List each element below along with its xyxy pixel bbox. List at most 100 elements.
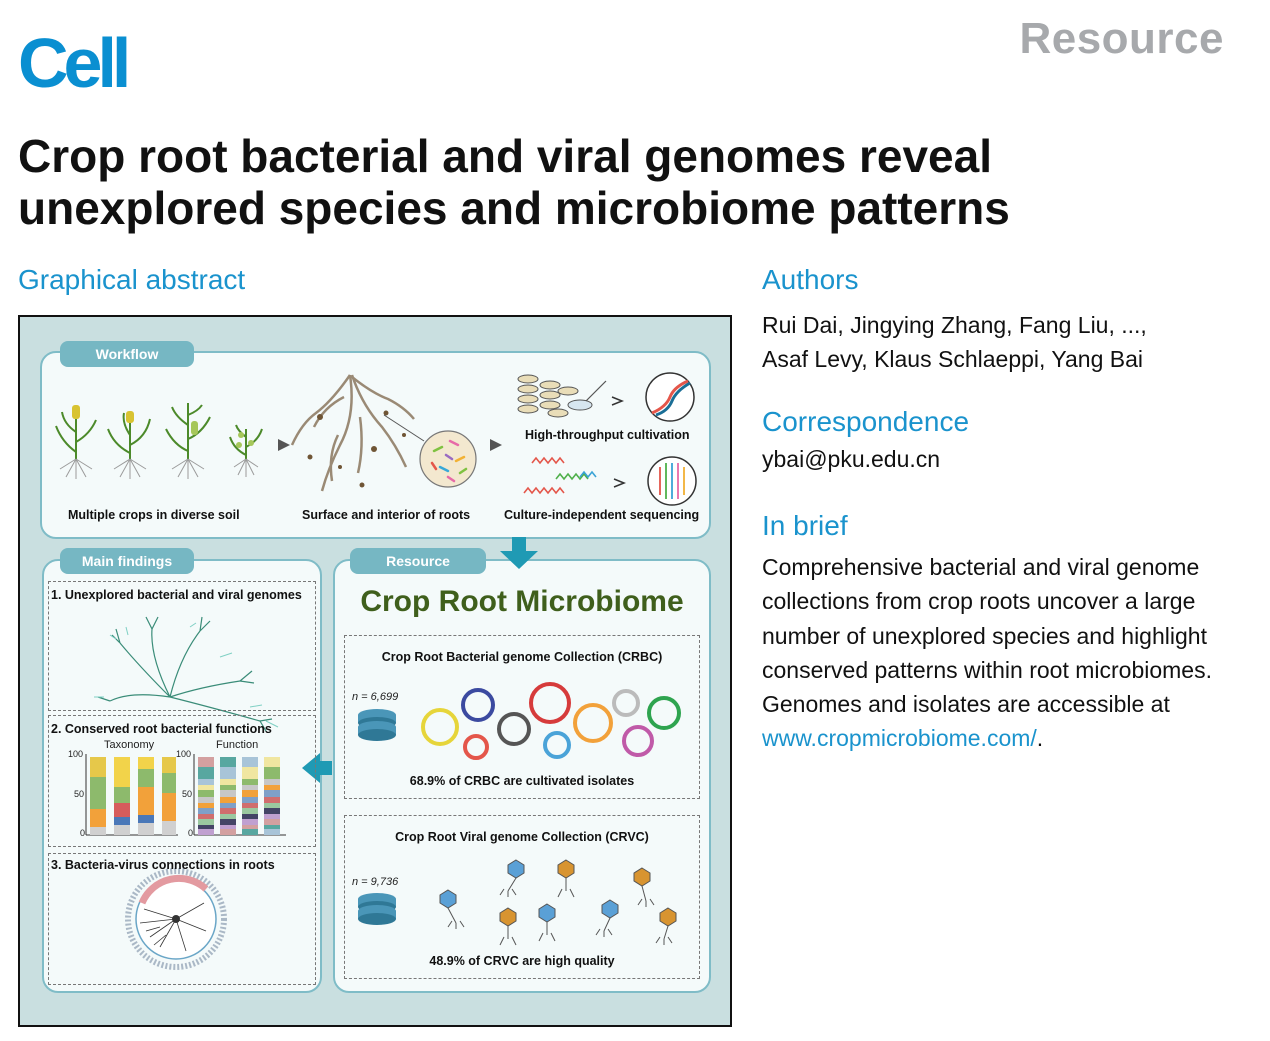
in-brief-text: Comprehensive bacterial and viral genome… [762, 550, 1242, 756]
crop-roots-icon [59, 458, 259, 479]
website-link[interactable]: www.cropmicrobiome.com/ [762, 725, 1037, 752]
resource-heading: Crop Root Microbiome [360, 585, 684, 618]
function-bar-segment [242, 779, 258, 785]
crvc-title: Crop Root Viral genome Collection (CRVC) [395, 830, 649, 844]
microbe-magnifier-icon [419, 430, 477, 488]
graphical-abstract: Workflow Main findings Resource [18, 315, 732, 1027]
crbc-stat: 68.9% of CRBC are cultivated isolates [409, 774, 635, 788]
graphical-abstract-heading: Graphical abstract [18, 264, 246, 295]
function-bar-segment [198, 757, 214, 767]
abstract-illustrations [55, 372, 697, 970]
function-bar-segment [242, 808, 258, 814]
crvc-box [344, 815, 700, 979]
function-bar-segment [242, 819, 258, 825]
root-system-icon [290, 374, 415, 492]
article-type: Resource [1019, 14, 1224, 63]
taxonomy-bar-chart [85, 754, 178, 836]
finding-1-title: 1. Unexplored bacterial and viral genome… [51, 588, 302, 602]
crop-plants-icon [55, 403, 263, 459]
function-bar-segment [220, 808, 236, 814]
database-icon [358, 709, 396, 741]
sequence-reads-icon [523, 456, 597, 495]
cell-logo: Cell [18, 24, 131, 102]
function-bar-segment [264, 785, 280, 790]
function-bar-segment [264, 829, 280, 835]
function-bar-segment [220, 814, 236, 819]
function-bar-segment [220, 779, 236, 785]
function-bar-segment [220, 819, 236, 825]
function-bar-segment [220, 803, 236, 808]
bacteriophage-icons [439, 859, 677, 946]
authors-list: Rui Dai, Jingying Zhang, Fang Liu, ..., … [762, 308, 1232, 376]
function-bar-segment [198, 767, 214, 779]
circular-network-icon [125, 868, 227, 970]
axis-tick-100-b: 100 [176, 749, 192, 759]
function-bar-segment [198, 779, 214, 785]
function-bar-segment [264, 825, 280, 829]
function-label: Function [216, 739, 259, 751]
petri-dish-icon [517, 374, 593, 418]
arrow-icon [278, 439, 290, 451]
database-icon-2 [358, 893, 396, 925]
axis-tick-100: 100 [68, 749, 84, 759]
function-bar-segment [220, 757, 236, 767]
workflow-tab: Workflow [60, 341, 194, 367]
function-bar-segment [242, 785, 258, 790]
function-bar-segment [264, 803, 280, 808]
crbc-count: n = 6,699 [352, 691, 399, 703]
function-bar-segment [242, 803, 258, 808]
function-bar-segment [220, 829, 236, 835]
function-bar-segment [264, 767, 280, 779]
axis-tick-50-b: 50 [182, 789, 193, 799]
function-bar-segment [242, 825, 258, 829]
function-bar-segment [220, 797, 236, 803]
function-bar-segment [242, 767, 258, 779]
in-brief-end: . [1036, 725, 1044, 752]
function-bar-segment [220, 790, 236, 797]
correspondence-heading: Correspondence [762, 406, 970, 437]
taxonomy-label: Taxonomy [104, 739, 155, 751]
function-bar-segment [198, 814, 214, 819]
axis-tick-0-b: 0 [188, 828, 194, 838]
authors-heading: Authors [762, 264, 859, 295]
authors-line-2: Asaf Levy, Klaus Schlaeppi, Yang Bai [762, 346, 1144, 372]
down-arrow-icon [500, 537, 538, 569]
phylogenetic-tree-icon [97, 616, 273, 732]
function-bar-segment [220, 785, 236, 790]
title-line-1: Crop root bacterial and viral genomes re… [18, 130, 992, 182]
finding-2-title: 2. Conserved root bacterial functions [51, 722, 272, 736]
function-bar-segment [242, 757, 258, 767]
finding-3-box [48, 853, 316, 985]
function-stacked-bars [198, 757, 280, 835]
crbc-title: Crop Root Bacterial genome Collection (C… [381, 650, 663, 664]
function-bar-segment [264, 819, 280, 825]
authors-line-1: Rui Dai, Jingying Zhang, Fang Liu, ..., [762, 312, 1147, 338]
genome-rings [421, 682, 681, 760]
function-bar-segment [264, 797, 280, 803]
function-bar-segment [242, 814, 258, 819]
crvc-count: n = 9,736 [352, 876, 399, 888]
function-bar-segment [198, 808, 214, 814]
crvc-stat: 48.9% of CRVC are high quality [429, 954, 615, 968]
function-bar-segment [198, 825, 214, 829]
function-bar-segment [220, 767, 236, 779]
label-roots: Surface and interior of roots [302, 508, 471, 522]
resource-tab: Resource [350, 548, 486, 574]
axis-tick-50: 50 [74, 789, 85, 799]
finding-1-box [48, 581, 316, 711]
function-bar-segment [198, 819, 214, 825]
finding-2-box [48, 715, 316, 847]
function-bar-segment [198, 785, 214, 790]
label-crops: Multiple crops in diverse soil [68, 508, 240, 522]
main-findings-tab: Main findings [60, 548, 194, 574]
crbc-box [344, 635, 700, 799]
function-bar-segment [242, 797, 258, 803]
in-brief-body: Comprehensive bacterial and viral genome… [762, 554, 1212, 718]
label-cultivation: High-throughput cultivation [525, 428, 690, 442]
in-brief-heading: In brief [762, 510, 848, 541]
label-sequencing: Culture-independent sequencing [504, 508, 700, 522]
function-bar-segment [198, 803, 214, 808]
correspondence-email[interactable]: ybai@pku.edu.cn [762, 446, 941, 472]
title-line-2: unexplored species and microbiome patter… [18, 182, 1010, 234]
function-bar-segment [264, 757, 280, 767]
